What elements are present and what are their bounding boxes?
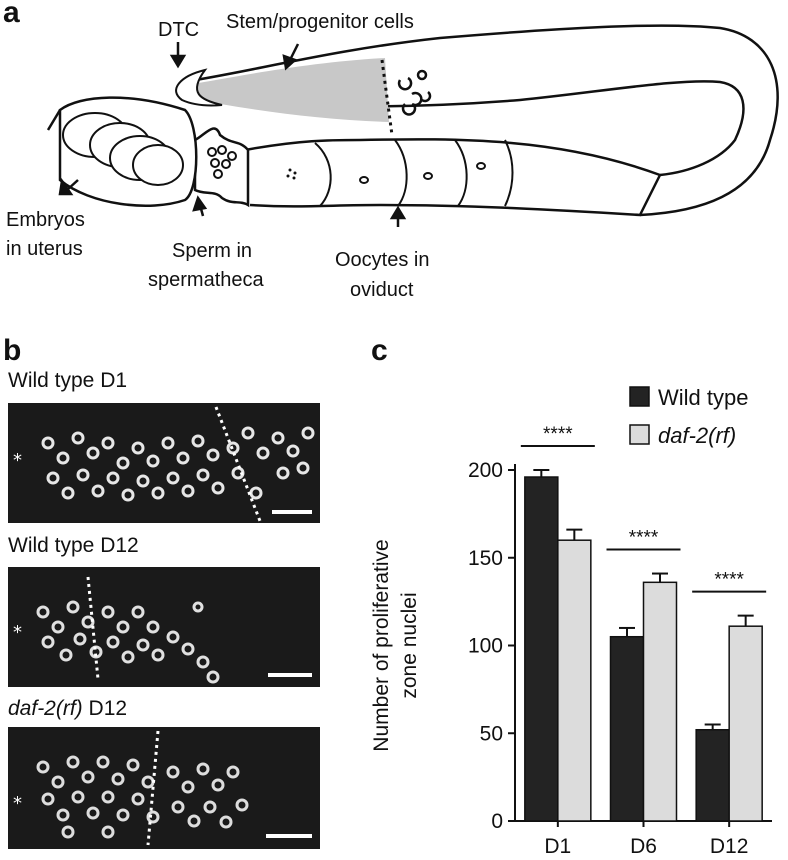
dtc-label: DTC (158, 19, 200, 41)
y-tick-label: 100 (468, 635, 503, 658)
stem-zone-shade (187, 58, 389, 122)
oocyte-separators (314, 139, 514, 207)
bar-1-D12 (728, 625, 763, 822)
embryos (62, 112, 184, 186)
bar-1-D6 (642, 581, 678, 822)
significance-stars: **** (629, 528, 659, 549)
embryos-label-line2: in uterus (6, 238, 83, 260)
y-axis-title-line2: zone nuclei (398, 592, 421, 698)
x-tick-label: D6 (630, 835, 657, 858)
y-tick-label: 0 (491, 810, 503, 833)
crescent-nuclei (397, 69, 432, 116)
embryos-label-line1: Embryos (6, 209, 85, 231)
sperm-cells (207, 145, 237, 179)
label-arrows (58, 42, 407, 227)
spermatheca-outline (193, 127, 250, 208)
bar-0-D1 (524, 476, 559, 822)
oviduct-outline (244, 138, 662, 217)
oocytes-label-line2: oviduct (350, 279, 414, 301)
significance-stars: **** (714, 570, 744, 591)
oocytes-label-line1: Oocytes in (335, 249, 430, 271)
image3-title: daf-2(rf) D12 (8, 697, 128, 720)
image2-title: Wild type D12 (8, 534, 139, 557)
distal-tip-asterisk-2: * (13, 622, 22, 643)
stem-cells-label: Stem/progenitor cells (226, 11, 414, 33)
micrograph-daf2-d12 (8, 727, 320, 849)
transition-dotted-line (380, 59, 394, 136)
bar-0-D12 (695, 728, 730, 822)
micrograph-wt-d12-image (36, 576, 312, 684)
y-axis-title-line1: Number of proliferative (370, 539, 393, 751)
sperm-label-line1: Sperm in (172, 240, 253, 262)
legend-label-0: Wild type (658, 385, 748, 410)
y-tick-label: 50 (480, 722, 503, 745)
micrograph-wt-d1-image (41, 406, 315, 522)
panel-b-letter: b (3, 334, 22, 367)
gonad-schematic (46, 24, 779, 227)
micrograph-daf2-d12-image (36, 730, 312, 846)
y-tick-label: 150 (468, 547, 503, 570)
panel-c-letter: c (371, 334, 388, 367)
dotted-nucleus (286, 168, 297, 180)
micrograph-wt-d12 (8, 567, 320, 687)
image1-title: Wild type D1 (8, 369, 128, 392)
y-tick-label: 200 (468, 459, 503, 482)
distal-tip-asterisk-3: * (13, 793, 22, 814)
distal-tip-asterisk-1: * (13, 450, 22, 471)
oocyte-nuclei (359, 162, 486, 184)
panel-a-letter: a (3, 0, 20, 29)
sperm-label-line2: spermatheca (148, 269, 264, 291)
bar-0-D6 (609, 635, 645, 822)
gonad-outline-top (182, 24, 779, 217)
legend-swatch-1 (629, 424, 650, 445)
x-tick-label: D1 (544, 835, 571, 858)
legend-label-1: daf-2(rf) (658, 423, 736, 448)
significance-stars: **** (543, 424, 573, 445)
legend-swatch-0 (629, 386, 650, 407)
x-tick-label: D12 (710, 835, 749, 858)
bar-1-D1 (557, 539, 592, 822)
micrograph-wt-d1 (8, 403, 320, 523)
dtc-shape (175, 68, 223, 107)
